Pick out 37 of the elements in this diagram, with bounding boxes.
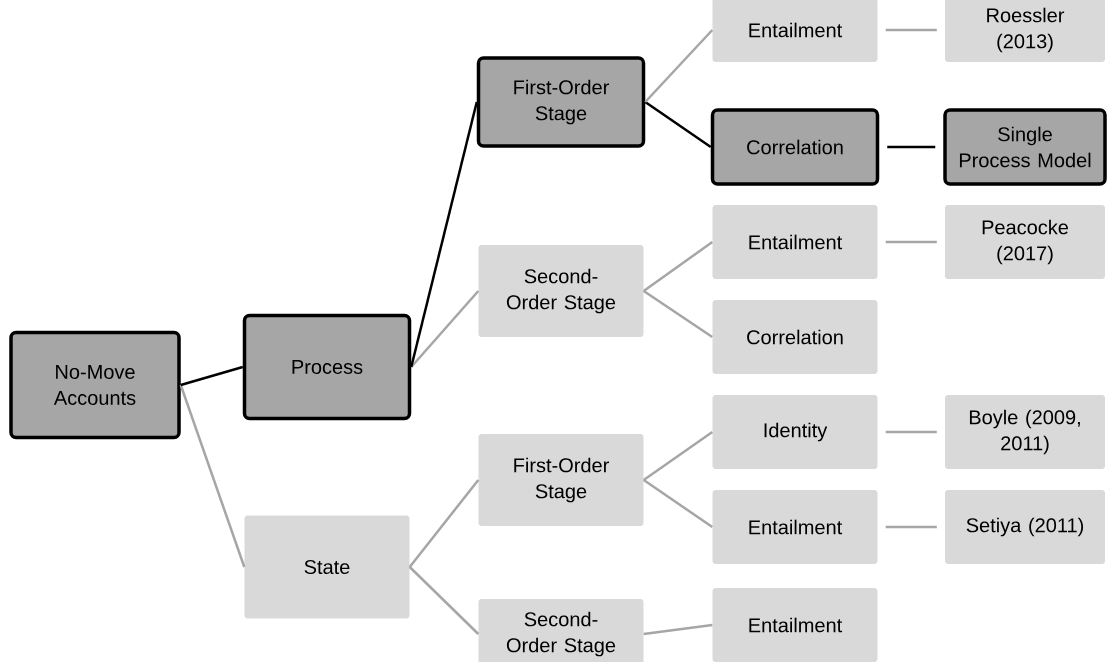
connector-line: [885, 525, 937, 529]
connector-line: [885, 430, 937, 434]
highlighted-box: First-Order Stage: [476, 56, 646, 148]
connector-line: [643, 478, 713, 529]
connector-line: [408, 479, 480, 568]
connector-line: [410, 101, 478, 368]
connector-line: [643, 289, 713, 339]
highlighted-box: No-Move Accounts: [9, 330, 181, 440]
connector-line: [644, 29, 714, 103]
category-box: State: [244, 515, 410, 619]
category-box: Boyle (2009, 2011): [945, 395, 1105, 469]
connector-line: [410, 290, 480, 368]
connector-line: [643, 431, 714, 482]
connector-line: [643, 623, 713, 636]
category-box: Roessler (2013): [945, 0, 1105, 62]
connector-line: [887, 145, 936, 149]
connector-line: [180, 365, 244, 387]
connector-line: [885, 240, 937, 244]
connector-line: [408, 566, 480, 635]
connector-line: [643, 241, 714, 292]
category-box: Correlation: [712, 300, 878, 374]
category-box: Setiya (2011): [945, 490, 1105, 564]
category-box: Entailment: [712, 588, 878, 662]
category-box: First-Order Stage: [478, 434, 644, 526]
category-box: Entailment: [712, 0, 878, 62]
connector-line: [885, 28, 937, 32]
category-box: Entailment: [712, 490, 878, 564]
highlighted-box: Single Process Model: [943, 108, 1107, 186]
category-box: Second-Order Stage: [478, 245, 644, 337]
category-box: Identity: [712, 395, 878, 469]
connector-line: [179, 384, 246, 568]
highlighted-box: Correlation: [710, 108, 880, 186]
category-box: Peacocke (2017): [945, 205, 1105, 279]
connector-line: [644, 100, 712, 149]
highlighted-box: Process: [242, 313, 412, 421]
category-box: Second-Order Stage: [478, 599, 644, 662]
category-box: Entailment: [712, 205, 878, 279]
